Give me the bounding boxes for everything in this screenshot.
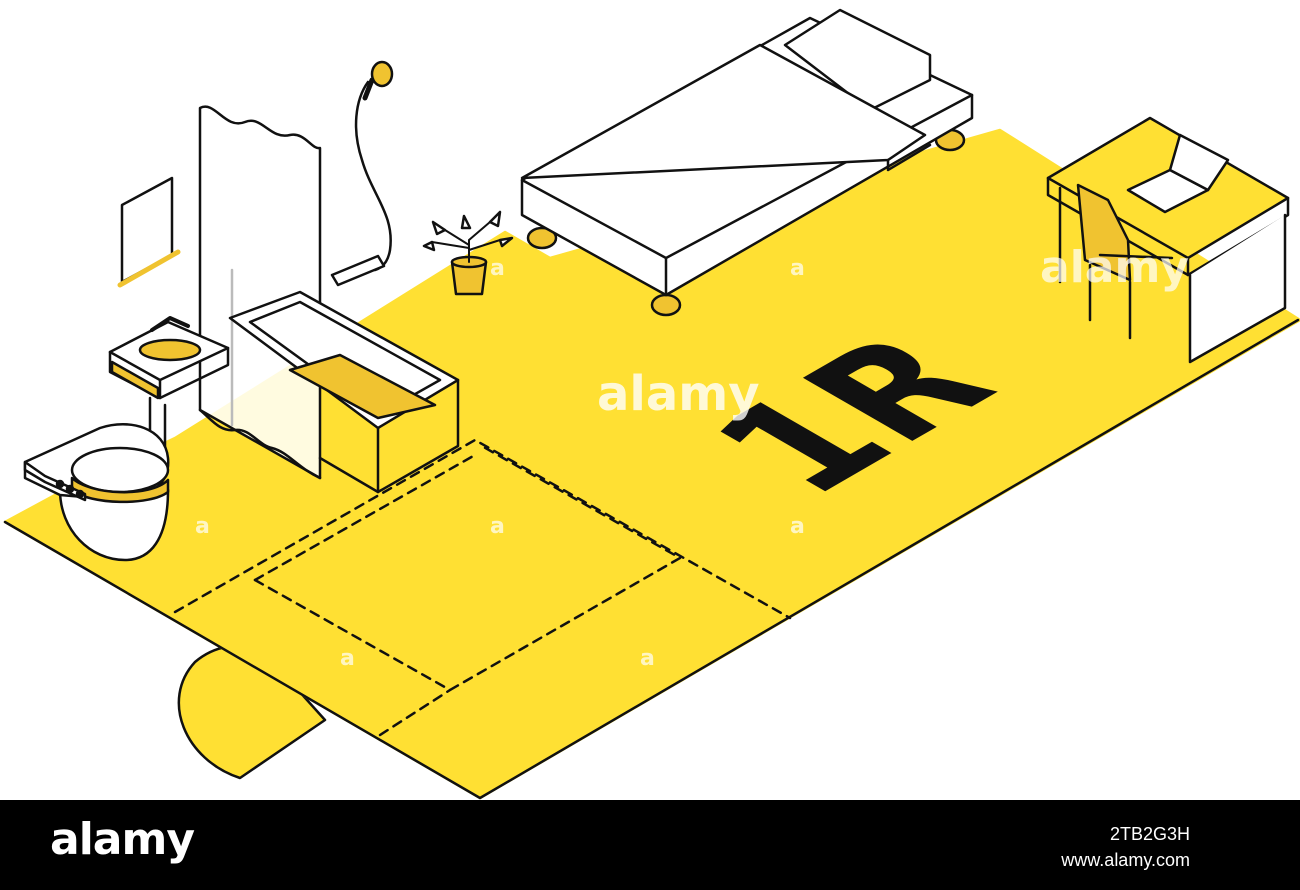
room-illustration: 1R alamy alamy a a a a a a a a — [3, 8, 1300, 800]
footer-url[interactable]: www.alamy.com — [1061, 850, 1190, 870]
watermark-a: a — [340, 646, 355, 671]
toilet — [23, 423, 170, 562]
bathtub — [228, 290, 460, 494]
shower-curtain — [198, 105, 322, 480]
sink — [108, 316, 230, 450]
dashed-area — [173, 438, 792, 737]
shower-fixture — [330, 60, 394, 287]
wall-frame — [117, 176, 181, 288]
watermark-center: alamy — [597, 366, 760, 422]
image-id: 2TB2G3H — [1109, 824, 1190, 844]
watermark-a: a — [490, 514, 505, 539]
watermark-a: a — [640, 646, 655, 671]
watermark-a: a — [195, 514, 210, 539]
watermark-a: a — [95, 253, 110, 278]
watermark-a: a — [790, 256, 805, 281]
watermark-a: a — [790, 514, 805, 539]
footer-logo: alamy — [50, 814, 195, 865]
watermark-desk: alamy — [1040, 242, 1189, 293]
potted-plant — [422, 210, 514, 296]
footer-bar: alamy 2TB2G3H www.alamy.com — [0, 800, 1300, 890]
bed — [520, 8, 974, 317]
watermark-a: a — [490, 256, 505, 281]
desk — [1046, 116, 1290, 364]
